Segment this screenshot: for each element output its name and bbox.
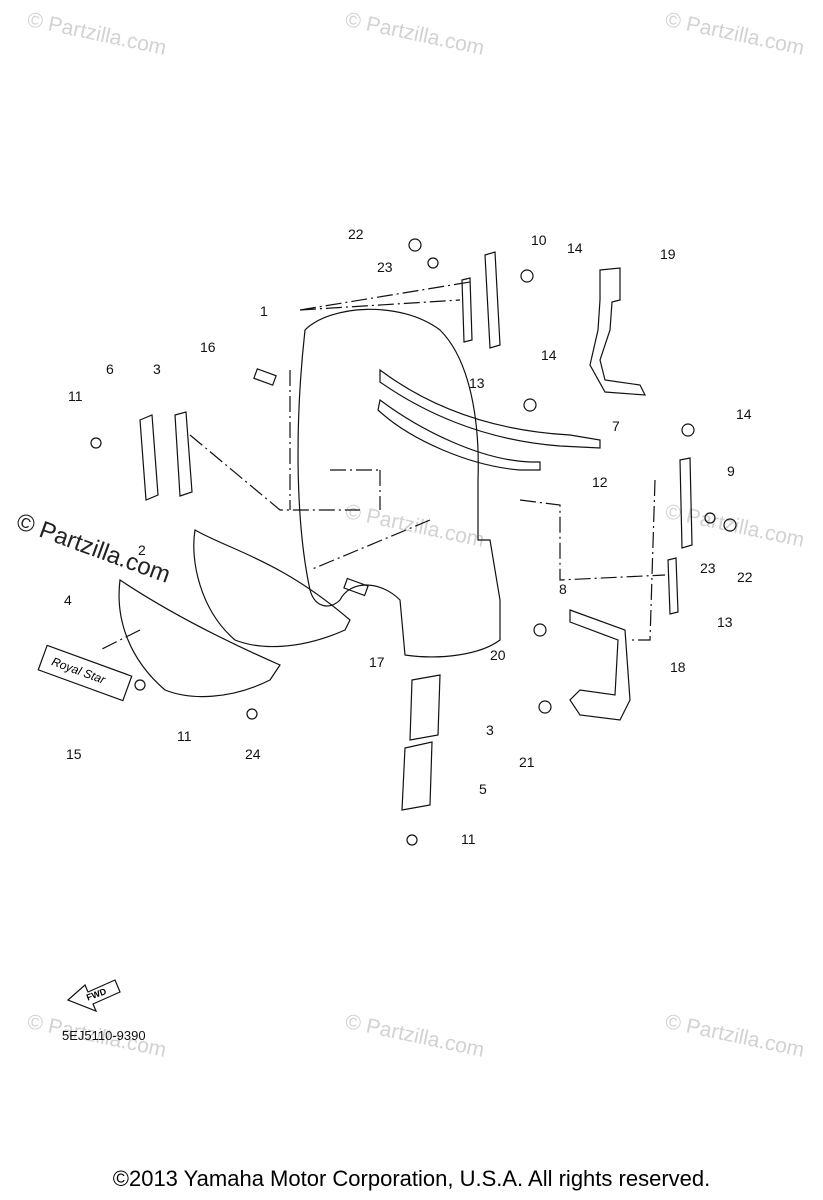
brace-19 [589, 267, 647, 396]
leader-lines [99, 281, 666, 651]
callout-4: 4 [64, 592, 72, 608]
callout-13: 13 [717, 614, 733, 630]
callout-21: 21 [519, 754, 535, 770]
callout-24: 24 [245, 746, 261, 762]
stay-13 [461, 277, 473, 343]
callout-14: 14 [567, 240, 583, 256]
callout-11: 11 [68, 388, 83, 404]
callout-11: 11 [177, 728, 192, 744]
screw-22-right [723, 518, 737, 532]
washer-23 [427, 257, 439, 269]
screw-11-mid [134, 679, 146, 691]
callout-16: 16 [200, 339, 216, 355]
bolt-21 [538, 700, 552, 714]
panel-4 [118, 578, 281, 698]
callout-3: 3 [153, 361, 161, 377]
callout-8: 8 [559, 581, 567, 597]
callout-1: 1 [260, 303, 268, 319]
pad-3-lower [409, 674, 441, 741]
callout-22: 22 [348, 226, 364, 242]
bolt-20 [533, 623, 547, 637]
emblem-15 [37, 644, 133, 702]
callout-3: 3 [486, 722, 494, 738]
callout-22: 22 [737, 569, 753, 585]
copyright: ©2013 Yamaha Motor Corporation, U.S.A. A… [112, 1166, 711, 1191]
stay-13-right [667, 557, 679, 615]
brace-18 [569, 609, 631, 721]
pad-6 [139, 414, 159, 501]
washer-23-right [704, 512, 716, 524]
panel-2 [193, 529, 351, 648]
label-17 [343, 577, 369, 597]
fwd-arrow [66, 979, 121, 1013]
callout-23: 23 [377, 259, 393, 275]
emblem-text: Royal Star [50, 654, 108, 687]
stay-9 [679, 457, 693, 549]
callout-15: 15 [66, 746, 82, 762]
callout-23: 23 [700, 560, 716, 576]
callout-13: 13 [469, 375, 485, 391]
nut-14 [520, 269, 534, 283]
nut-14-right [681, 423, 695, 437]
callout-20: 20 [490, 647, 506, 663]
callout-11: 11 [461, 831, 476, 847]
callout-2: 2 [138, 542, 146, 558]
bracket-12 [377, 398, 541, 471]
bracket-7 [379, 368, 601, 449]
callout-19: 19 [660, 246, 676, 262]
pad-3 [174, 411, 193, 497]
callout-6: 6 [106, 361, 114, 377]
pad-5 [401, 741, 433, 811]
callout-12: 12 [592, 474, 608, 490]
callout-10: 10 [531, 232, 547, 248]
stay-10 [484, 251, 501, 349]
nut-14-mid [523, 398, 537, 412]
fwd-label: FWD [85, 986, 108, 1003]
diagram-code: 5EJ5110-9390 [62, 1028, 146, 1043]
screw-24 [246, 708, 258, 720]
callout-9: 9 [727, 463, 735, 479]
callout-7: 7 [612, 418, 620, 434]
callout-14: 14 [736, 406, 752, 422]
screw-11-bottom [406, 834, 418, 846]
screw-22 [408, 238, 422, 252]
callout-17: 17 [369, 654, 385, 670]
label-16 [253, 368, 277, 386]
windshield [297, 308, 501, 658]
callout-18: 18 [670, 659, 686, 675]
callout-14: 14 [541, 347, 557, 363]
callout-5: 5 [479, 781, 487, 797]
screw-11-left [90, 437, 102, 449]
